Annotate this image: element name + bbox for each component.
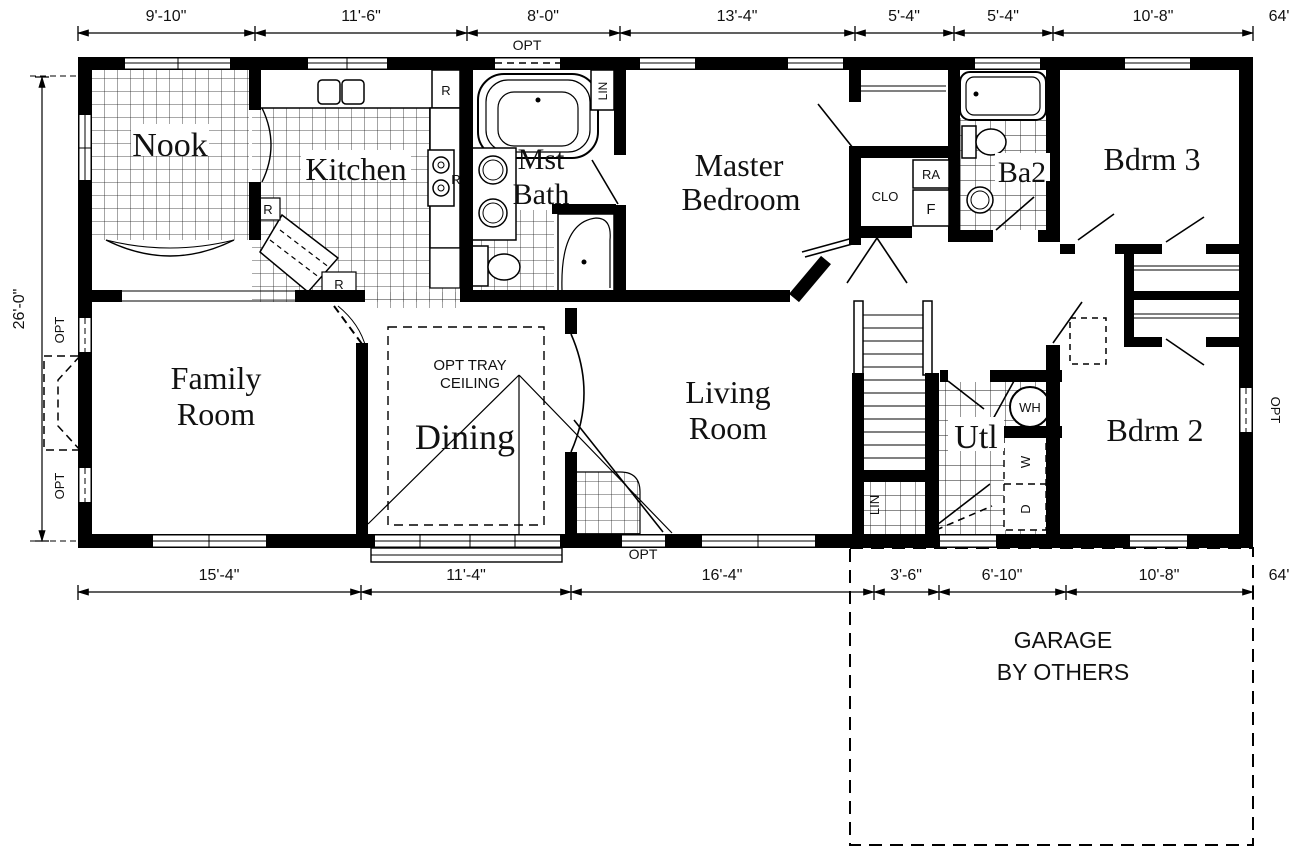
dim-label: 16'-4" [702, 567, 743, 584]
dimension-left: 26'-0" [11, 75, 82, 543]
window-opt [1240, 388, 1252, 432]
window [153, 535, 266, 547]
room-label-nook: Nook [132, 127, 208, 164]
dim-total-bottom: 64' [1269, 567, 1290, 584]
room-label-dining: Dining [415, 417, 515, 457]
dining-tray-ceiling [367, 326, 673, 537]
kitchen-sink [317, 79, 341, 105]
r-label: R [441, 83, 450, 98]
dim-label: 8'-0" [527, 8, 559, 25]
w-label: W [1018, 455, 1033, 468]
room-label-master: Master [695, 147, 784, 183]
optional-bay-window [43, 355, 81, 451]
dim-label: 13'-4" [717, 8, 758, 25]
toilet-2 [961, 125, 977, 159]
d-label: D [1018, 504, 1033, 513]
interior-walls [92, 70, 1240, 535]
garden-tub [477, 73, 599, 159]
bay-window [370, 535, 563, 563]
window [308, 58, 387, 69]
door-swings [573, 103, 1205, 533]
opt-label: OPT [52, 473, 67, 500]
room-label-master: Bedroom [681, 181, 800, 217]
room-label-utl: Utl [954, 419, 997, 456]
dim-label: 15'-4" [199, 567, 240, 584]
dim-label: 11'-6" [341, 8, 381, 25]
range [427, 149, 455, 207]
dim-label: 10'-8" [1133, 8, 1174, 25]
lin-label: LIN [867, 495, 882, 515]
room-label-ba2: Ba2 [998, 156, 1046, 189]
utility-door-opening [940, 535, 996, 547]
opt-label: OPT [513, 37, 542, 53]
opt-label: OPT [1268, 397, 1283, 424]
tray-label: CEILING [440, 375, 500, 392]
windows [79, 58, 1252, 563]
room-label-family: Room [177, 396, 255, 432]
f-label: F [926, 201, 935, 218]
window [125, 58, 230, 69]
stairs [853, 300, 933, 472]
ra-label: RA [922, 167, 940, 182]
room-labels: Nook Kitchen Mst Bath Master Bedroom Ba2… [131, 124, 1203, 457]
opt-label: OPT [52, 317, 67, 344]
r-label: R [451, 172, 460, 187]
vanity [471, 147, 517, 241]
dim-label: 6'-10" [982, 567, 1023, 584]
dim-label: 3'-6" [890, 567, 922, 584]
window-opt [495, 58, 560, 69]
dim-label: 11'-4" [446, 567, 486, 584]
dim-label: 9'-10" [146, 8, 187, 25]
dimension-top: 9'-10" 11'-6" 8'-0" 13'-4" 5'-4" 5'-4" 1… [76, 8, 1290, 41]
hall-opt-square [1069, 317, 1107, 365]
room-label-mst-bath: Bath [513, 178, 570, 211]
room-label-bdrm3: Bdrm 3 [1104, 141, 1201, 177]
kitchen-fixtures [252, 69, 461, 296]
dim-total-top: 64' [1269, 8, 1290, 25]
window [79, 115, 91, 180]
entry-door-opening [622, 535, 665, 547]
bath2-fixtures [959, 71, 1047, 214]
window [702, 535, 815, 547]
dim-label: 5'-4" [987, 8, 1019, 25]
tub [959, 71, 1047, 121]
dim-label: 10'-8" [1139, 567, 1180, 584]
room-label-living: Room [689, 410, 767, 446]
furnace-unit [912, 189, 950, 227]
r-label: R [263, 202, 272, 217]
garage-label: GARAGE [1014, 627, 1112, 653]
dim-label-left: 26'-0" [11, 289, 28, 330]
window [640, 58, 695, 69]
annotations: OPT OPT OPT OPT OPT OPT TRAY CEILING GAR… [52, 37, 1283, 685]
window-opt [79, 318, 91, 352]
room-label-family: Family [171, 360, 262, 396]
window [1130, 535, 1187, 547]
window [1125, 58, 1190, 69]
room-label-mst-bath: Mst [518, 143, 565, 176]
tray-label: OPT TRAY [433, 357, 506, 374]
window-opt [79, 468, 91, 502]
wh-label: WH [1019, 400, 1041, 415]
garage-label: BY OTHERS [997, 659, 1130, 685]
clo-label: CLO [872, 189, 899, 204]
toilet [471, 245, 489, 287]
dimension-bottom: 15'-4" 11'-4" 16'-4" 3'-6" 6'-10" 10'-8"… [76, 567, 1290, 600]
garage-outline [849, 547, 1254, 846]
window [788, 58, 843, 69]
r-label: R [334, 277, 343, 292]
opt-label: OPT [629, 546, 658, 562]
return-air-unit [912, 159, 950, 189]
window [975, 58, 1040, 69]
room-label-living: Living [685, 374, 770, 410]
dim-label: 5'-4" [888, 8, 920, 25]
shower [557, 213, 615, 295]
lin-label: LIN [596, 82, 610, 101]
openings-and-arcs [105, 85, 1239, 453]
room-label-kitchen: Kitchen [305, 151, 406, 187]
room-label-bdrm2: Bdrm 2 [1107, 412, 1204, 448]
